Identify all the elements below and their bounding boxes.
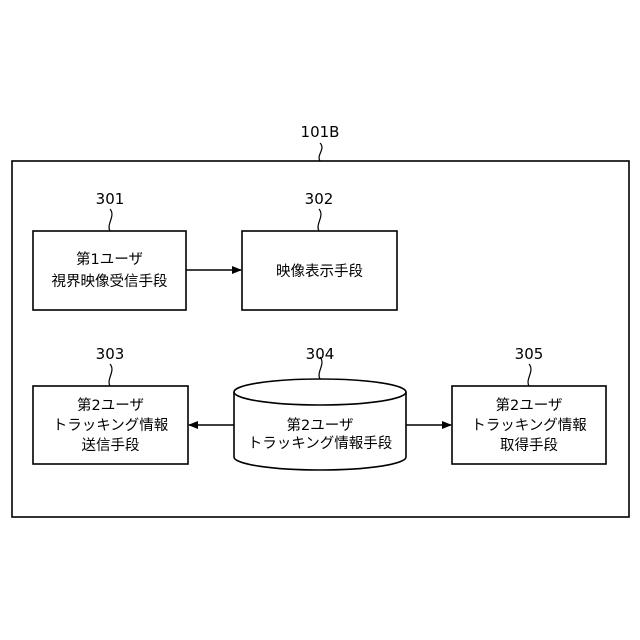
block-303-label-line-1: 第2ユーザ [77, 396, 144, 414]
block-302-label-line-1: 映像表示手段 [276, 263, 363, 280]
block-305-label-line-3: 取得手段 [500, 437, 558, 454]
block-304-database: 304 第2ユーザ トラッキング情報手段 [234, 345, 406, 470]
container-ref-label: 101B [301, 123, 340, 141]
block-301: 301 第1ユーザ 視界映像受信手段 [33, 190, 186, 310]
block-305-ref: 305 [515, 345, 544, 363]
block-302: 302 映像表示手段 [242, 190, 397, 310]
block-305-label-line-2: トラッキング情報 [471, 417, 587, 434]
block-302-ref: 302 [305, 190, 334, 208]
block-301-label-line-2: 視界映像受信手段 [52, 273, 168, 290]
block-304-ref: 304 [306, 345, 335, 363]
block-303-label-line-2: トラッキング情報 [53, 417, 169, 434]
block-303: 303 第2ユーザ トラッキング情報 送信手段 [33, 345, 188, 464]
block-304-label-line-1: 第2ユーザ [287, 416, 354, 434]
block-303-label-line-3: 送信手段 [82, 437, 140, 454]
block-303-ref: 303 [96, 345, 125, 363]
block-304-label-line-2: トラッキング情報手段 [248, 435, 393, 452]
block-305: 305 第2ユーザ トラッキング情報 取得手段 [452, 345, 606, 464]
block-301-label-line-1: 第1ユーザ [76, 250, 143, 268]
block-301-ref: 301 [96, 190, 125, 208]
block-305-label-line-1: 第2ユーザ [496, 396, 563, 414]
